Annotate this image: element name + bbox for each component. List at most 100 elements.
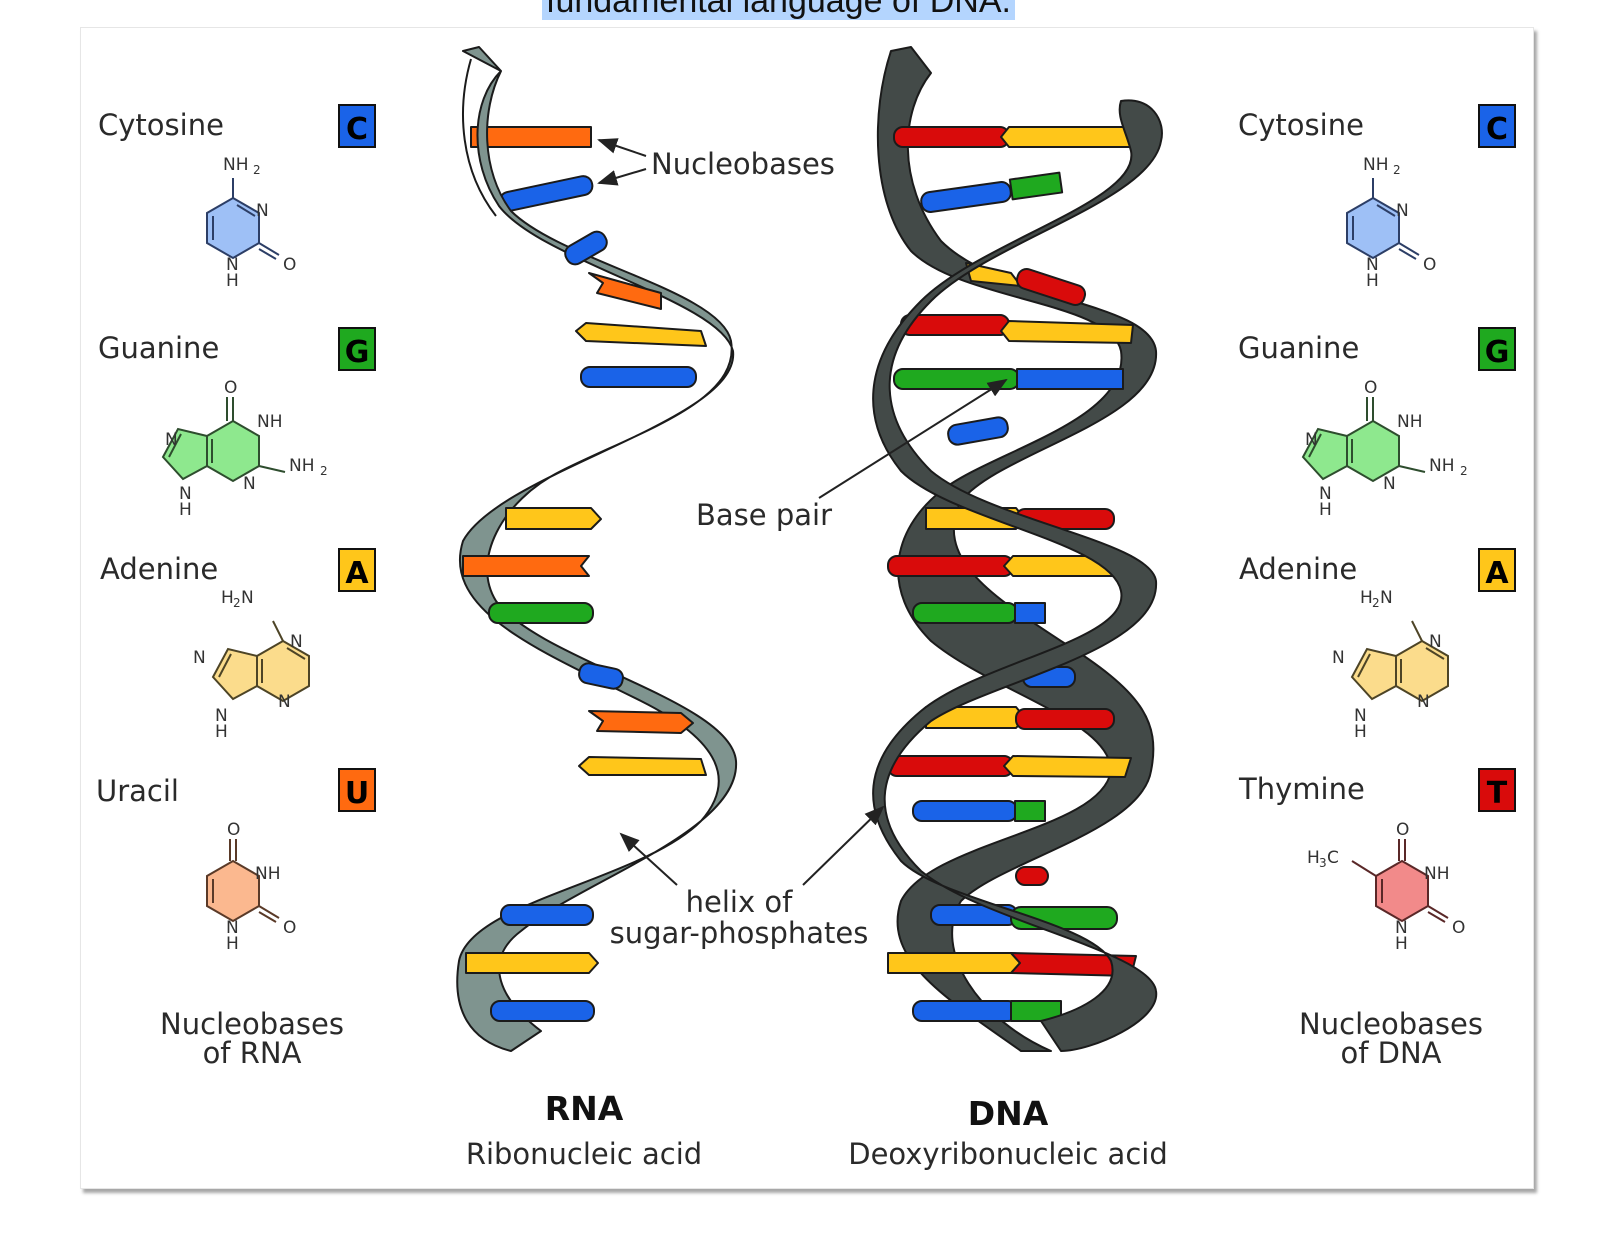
rna-base-cytosine [580, 366, 697, 388]
thymine-letter-badge [1478, 768, 1516, 812]
badge-letter: G [1485, 335, 1510, 370]
svg-text:N: N [165, 430, 178, 450]
rna-base-cytosine [498, 175, 594, 212]
figure-frame: Cytosine C NH 2 N N H O Guanine G O NH N… [80, 27, 1534, 1189]
dna-base-pair [887, 952, 1137, 977]
dna-legend-caption-line2: of DNA [1340, 1036, 1441, 1070]
svg-text:N: N [179, 484, 192, 504]
svg-text:2: 2 [1372, 596, 1380, 610]
svg-text:N: N [1383, 474, 1396, 494]
base-name: Guanine [98, 331, 219, 365]
guanine-letter-badge [1478, 327, 1516, 371]
svg-text:H: H [1354, 722, 1367, 742]
rna-helix-illustration [456, 46, 738, 1052]
svg-text:NH: NH [223, 155, 249, 175]
rna-base-uracil [462, 555, 590, 577]
dna-legend-caption-line1: Nucleobases [1299, 1007, 1483, 1041]
svg-text:H: H [1366, 271, 1379, 291]
base-pair-label: Base pair [696, 498, 832, 532]
svg-text:NH: NH [1397, 412, 1423, 432]
svg-text:NH: NH [1424, 864, 1450, 884]
svg-text:O: O [283, 918, 296, 938]
rna-guanine-entry: Guanine G O NH NH 2 N N N H [98, 327, 376, 520]
rna-legend-caption-line2: of RNA [203, 1036, 302, 1070]
dna-title: DNA [968, 1094, 1049, 1133]
dna-base-pair [887, 555, 1132, 577]
svg-text:N: N [1417, 692, 1430, 712]
base-name: Adenine [1239, 552, 1357, 586]
uracil-letter-badge [338, 768, 376, 812]
nucleobases-annotation: Nucleobases [597, 138, 835, 186]
cytosine-letter-badge [338, 104, 376, 148]
dna-nucleobase-legend: Cytosine C NH 2 N N H O Guanine G O NH N… [1238, 104, 1516, 1070]
badge-letter: U [345, 776, 369, 811]
cytosine-structure-icon: NH 2 N N H O [206, 155, 296, 291]
adenine-structure-icon: H 2 N N N N N H [1332, 588, 1449, 742]
svg-text:H: H [179, 500, 192, 520]
adenine-letter-badge [338, 548, 376, 592]
rna-adenine-entry: Adenine A H 2 N N N N N H [100, 548, 376, 742]
svg-text:N: N [290, 632, 303, 652]
helix-annotation: helix of sugar-phosphates [610, 805, 885, 950]
svg-text:N: N [226, 918, 239, 938]
dna-base-pair [912, 1000, 1062, 1022]
svg-text:NH: NH [1363, 155, 1389, 175]
cytosine-letter-badge [1478, 104, 1516, 148]
dna-subtitle: Deoxyribonucleic acid [848, 1137, 1167, 1171]
rna-base-cytosine [500, 904, 594, 926]
adenine-letter-badge [1478, 548, 1516, 592]
dna-thymine-entry: Thymine T H 3 C O NH N H O [1238, 768, 1516, 954]
svg-text:O: O [224, 378, 237, 398]
rna-base-uracil [588, 272, 662, 310]
base-name: Uracil [96, 774, 179, 808]
base-name: Adenine [100, 552, 218, 586]
base-pair-annotation: Base pair [696, 378, 1008, 532]
guanine-letter-badge [338, 327, 376, 371]
rna-base-cytosine [564, 230, 608, 266]
dna-base-pair [893, 126, 1142, 148]
dna-helix-illustration [872, 46, 1163, 1052]
helix-label-line2: sugar-phosphates [610, 916, 869, 950]
base-name: Cytosine [1238, 108, 1364, 142]
svg-text:2: 2 [320, 464, 328, 478]
svg-text:NH: NH [289, 456, 315, 476]
rna-subtitle: Ribonucleic acid [466, 1137, 702, 1171]
svg-text:NH: NH [257, 412, 283, 432]
svg-text:O: O [227, 820, 240, 840]
dna-adenine-entry: Adenine A H 2 N N N N N H [1239, 548, 1516, 742]
svg-text:H: H [226, 271, 239, 291]
rna-base-uracil [588, 710, 694, 734]
svg-text:N: N [1380, 588, 1393, 608]
thymine-structure-icon: H 3 C O NH N H O [1307, 820, 1465, 954]
rna-base-adenine [578, 756, 707, 776]
rna-legend-caption-line1: Nucleobases [160, 1007, 344, 1041]
dna-base-pair [912, 800, 1046, 822]
badge-letter: C [346, 112, 368, 147]
svg-text:N: N [1319, 484, 1332, 504]
cytosine-structure-icon: NH 2 N N H O [1346, 155, 1436, 291]
guanine-structure-icon: O NH NH 2 N N N H [162, 378, 328, 520]
svg-text:O: O [1364, 378, 1377, 398]
rna-cytosine-entry: Cytosine C NH 2 N N H O [98, 104, 376, 291]
svg-text:N: N [241, 588, 254, 608]
rna-base-cytosine [490, 1000, 595, 1022]
svg-text:N: N [1396, 201, 1409, 221]
svg-text:N: N [1429, 632, 1442, 652]
rna-base-adenine [505, 507, 602, 530]
rna-base-adenine [575, 322, 707, 347]
svg-text:O: O [1423, 255, 1436, 275]
dna-base-pair [925, 706, 1115, 730]
rna-title: RNA [545, 1089, 624, 1128]
helix-label-line1: helix of [686, 885, 793, 919]
svg-text:N: N [1395, 918, 1408, 938]
badge-letter: T [1487, 776, 1508, 811]
svg-text:H: H [215, 722, 228, 742]
svg-text:O: O [283, 255, 296, 275]
svg-text:H: H [1395, 934, 1408, 954]
rna-base-guanine [488, 602, 594, 624]
badge-letter: A [345, 556, 369, 591]
svg-text:H: H [1360, 588, 1373, 608]
rna-base-adenine [465, 952, 599, 974]
selected-caption-text[interactable]: fundamental language of DNA. [542, 0, 1015, 20]
dna-rna-diagram: Cytosine C NH 2 N N H O Guanine G O NH N… [96, 46, 1516, 1171]
